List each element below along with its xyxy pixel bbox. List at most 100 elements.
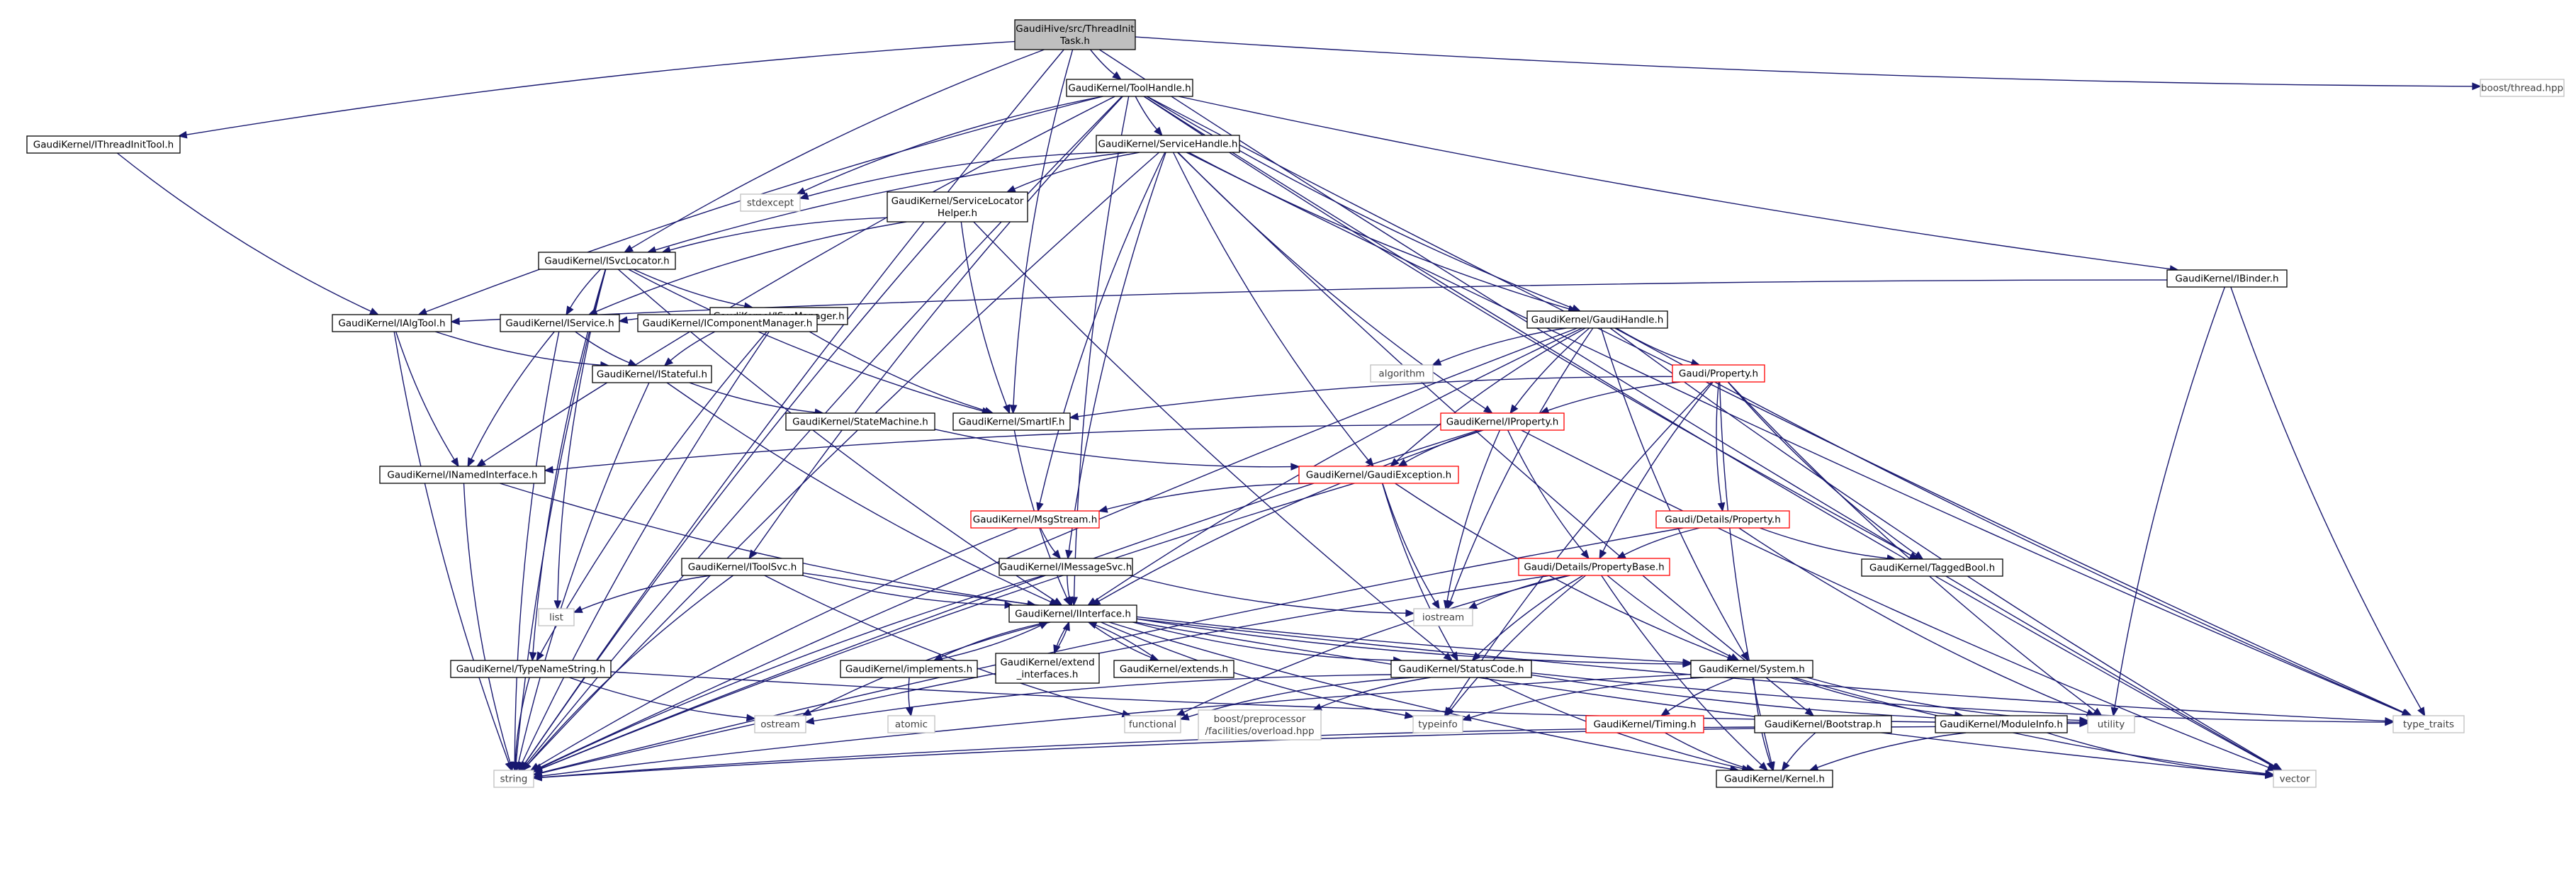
node-label: GaudiKernel/ISvcLocator.h bbox=[544, 256, 669, 267]
dependency-edge-servicehandle-bootstrap bbox=[1177, 152, 1815, 716]
node-utility: utility bbox=[2087, 715, 2135, 733]
node-string: string bbox=[493, 770, 534, 788]
node-label: ostream bbox=[760, 719, 800, 731]
node-box bbox=[1066, 79, 1193, 97]
node-servicehandle[interactable]: GaudiKernel/ServiceHandle.h bbox=[1096, 135, 1240, 153]
node-label: type_traits bbox=[2403, 719, 2454, 731]
node-itoolsvc[interactable]: GaudiKernel/IToolSvc.h bbox=[681, 558, 804, 576]
node-label: GaudiKernel/ToolHandle.h bbox=[1068, 83, 1191, 94]
dependency-edge-implements-atomic bbox=[906, 677, 913, 717]
node-isvclocator[interactable]: GaudiKernel/ISvcLocator.h bbox=[538, 252, 676, 270]
node-gaudiproperty[interactable]: Gaudi/Property.h bbox=[1672, 364, 1765, 383]
nodes-layer: GaudiHive/src/ThreadInitTask.hGaudiKerne… bbox=[26, 19, 2565, 788]
node-taggedbool[interactable]: GaudiKernel/TaggedBool.h bbox=[1861, 558, 2003, 577]
node-label: Gaudi/Details/PropertyBase.h bbox=[1524, 562, 1664, 573]
node-label: functional bbox=[1129, 719, 1176, 731]
dependency-edge-statuscode-ostream bbox=[804, 674, 1392, 725]
dependency-edge-bootstrap-string bbox=[532, 726, 1755, 782]
node-label: GaudiKernel/StateMachine.h bbox=[792, 417, 928, 428]
node-box bbox=[493, 770, 534, 788]
node-box bbox=[1716, 770, 1833, 788]
node-ialgtool[interactable]: GaudiKernel/IAlgTool.h bbox=[332, 314, 452, 332]
node-box bbox=[538, 252, 676, 270]
dependency-edge-toolhandle-gaudihandle bbox=[1146, 96, 1582, 312]
node-box bbox=[2392, 715, 2465, 733]
node-toolhandle[interactable]: GaudiKernel/ToolHandle.h bbox=[1066, 79, 1193, 97]
node-statuscode[interactable]: GaudiKernel/StatusCode.h bbox=[1390, 660, 1532, 678]
node-inamedinterface[interactable]: GaudiKernel/INamedInterface.h bbox=[379, 466, 546, 484]
node-box bbox=[1518, 558, 1670, 576]
node-box bbox=[1861, 558, 2003, 577]
dependency-edge-isvcmanager-typenamestring bbox=[536, 324, 774, 662]
node-imessagesvc[interactable]: GaudiKernel/IMessageSvc.h bbox=[999, 558, 1133, 576]
node-istateful[interactable]: GaudiKernel/IStateful.h bbox=[592, 365, 712, 383]
dependency-edge-inamedinterface-iinterface bbox=[499, 483, 1037, 608]
node-bootstrap[interactable]: GaudiKernel/Bootstrap.h bbox=[1754, 715, 1892, 733]
node-label: algorithm bbox=[1378, 368, 1424, 380]
node-ibinder[interactable]: GaudiKernel/IBinder.h bbox=[2166, 269, 2288, 288]
node-iservice[interactable]: GaudiKernel/IService.h bbox=[500, 314, 620, 332]
node-box bbox=[995, 653, 1100, 684]
node-label: _interfaces.h bbox=[1016, 669, 1079, 680]
node-extends[interactable]: GaudiKernel/extends.h bbox=[1113, 660, 1234, 678]
node-label: stdexcept bbox=[747, 198, 794, 209]
node-label: GaudiKernel/IAlgTool.h bbox=[338, 318, 445, 330]
node-label: /facilities/overload.hpp bbox=[1205, 726, 1314, 737]
node-label: Gaudi/Property.h bbox=[1679, 368, 1758, 380]
node-box bbox=[637, 314, 818, 332]
dependency-edge-msgstream-imessagesvc bbox=[1040, 527, 1062, 560]
node-functional: functional bbox=[1124, 715, 1181, 733]
node-box bbox=[1655, 510, 1790, 529]
node-propertybase[interactable]: Gaudi/Details/PropertyBase.h bbox=[1518, 558, 1670, 576]
dependency-edge-svclocatorhelper-smartif bbox=[960, 221, 1011, 415]
node-moduleinfo[interactable]: GaudiKernel/ModuleInfo.h bbox=[1935, 715, 2068, 733]
node-box bbox=[740, 193, 801, 212]
node-statemachine[interactable]: GaudiKernel/StateMachine.h bbox=[785, 412, 935, 431]
node-smartif[interactable]: GaudiKernel/SmartIF.h bbox=[952, 412, 1071, 431]
dependency-edge-root-isvclocator bbox=[623, 49, 1045, 253]
node-detailsproperty[interactable]: Gaudi/Details/Property.h bbox=[1655, 510, 1790, 529]
node-label: GaudiKernel/StatusCode.h bbox=[1399, 664, 1524, 675]
node-extendinterfaces[interactable]: GaudiKernel/extend_interfaces.h bbox=[995, 653, 1100, 684]
node-box bbox=[1370, 364, 1434, 383]
node-system[interactable]: GaudiKernel/System.h bbox=[1690, 660, 1813, 678]
node-timing[interactable]: GaudiKernel/Timing.h bbox=[1585, 715, 1704, 733]
dependency-edge-gaudiproperty-propertybase bbox=[1599, 381, 1714, 560]
dependency-edge-itoolsvc-string bbox=[522, 575, 734, 772]
node-box bbox=[332, 314, 452, 332]
node-box bbox=[592, 365, 712, 383]
dependency-edge-statuscode-functional bbox=[1179, 677, 1414, 721]
dependency-edge-root-smartif bbox=[1009, 49, 1074, 415]
node-box bbox=[887, 715, 935, 733]
dependency-edge-gaudiproperty-smartif bbox=[1069, 376, 1673, 421]
node-typenamestring[interactable]: GaudiKernel/TypeNameString.h bbox=[450, 660, 612, 678]
node-implements[interactable]: GaudiKernel/implements.h bbox=[840, 660, 978, 678]
node-box bbox=[970, 510, 1100, 529]
node-icomponentmanager[interactable]: GaudiKernel/IComponentManager.h bbox=[637, 314, 818, 332]
node-iproperty[interactable]: GaudiKernel/IProperty.h bbox=[1440, 412, 1565, 431]
node-box bbox=[1585, 715, 1704, 733]
node-kernel[interactable]: GaudiKernel/Kernel.h bbox=[1716, 770, 1833, 788]
node-box bbox=[2087, 715, 2135, 733]
node-gaudiexception[interactable]: GaudiKernel/GaudiException.h bbox=[1298, 466, 1459, 484]
dependency-edge-istateful-statemachine bbox=[689, 382, 824, 417]
node-box bbox=[785, 412, 935, 431]
node-box bbox=[1690, 660, 1813, 678]
dependency-edge-toolhandle-typetraits bbox=[1147, 96, 2412, 716]
node-ithreadinittool[interactable]: GaudiKernel/IThreadInitTool.h bbox=[26, 135, 181, 154]
node-gaudihandle[interactable]: GaudiKernel/GaudiHandle.h bbox=[1526, 310, 1668, 329]
node-label: GaudiKernel/MsgStream.h bbox=[973, 514, 1098, 526]
dependency-edge-imessagesvc-iinterface bbox=[1065, 575, 1074, 607]
dependency-edge-gaudiproperty-detailsproperty bbox=[1716, 381, 1726, 512]
node-msgstream[interactable]: GaudiKernel/MsgStream.h bbox=[970, 510, 1100, 529]
node-box bbox=[999, 558, 1133, 576]
dependency-edge-detailsproperty-taggedbool bbox=[1759, 527, 1896, 563]
dependency-edge-inamedinterface-string bbox=[463, 483, 514, 772]
dependency-edge-toolhandle-inamedinterface bbox=[476, 96, 1115, 467]
node-iinterface[interactable]: GaudiKernel/IInterface.h bbox=[1008, 604, 1137, 623]
dependency-edge-iproperty-iinterface bbox=[1091, 429, 1484, 606]
dependency-edge-statemachine-gaudiexception bbox=[934, 429, 1300, 471]
node-label: string bbox=[500, 774, 528, 785]
